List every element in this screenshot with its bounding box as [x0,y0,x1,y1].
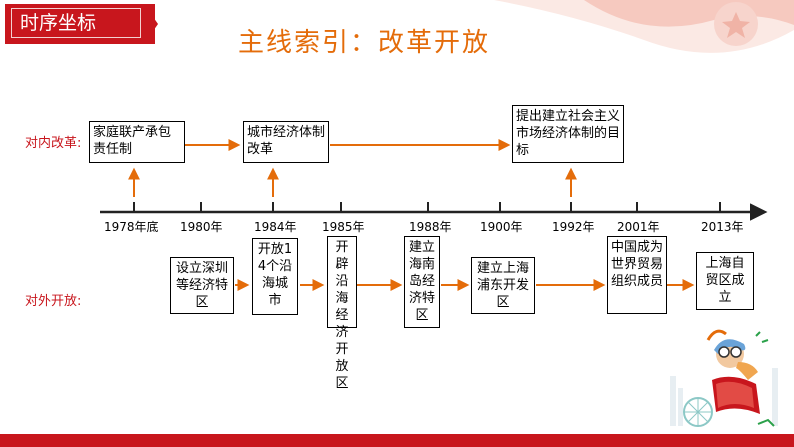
year-label: 2001年 [617,220,660,234]
year-label: 1988年 [409,220,452,234]
section-tag-tip [144,4,158,44]
section-tag-label: 时序坐标 [11,8,141,38]
year-label: 1992年 [552,220,595,234]
internal-reform-box: 家庭联产承包责任制 [89,121,185,163]
page-title: 主线索引：改革开放 [238,28,491,58]
year-label: 1980年 [180,220,223,234]
festive-ribbon-decoration [494,0,794,53]
year-label: 1985年 [322,220,365,234]
internal-reform-box: 城市经济体制改革 [243,121,329,163]
internal-reform-label: 对内改革: [25,136,82,151]
external-opening-box: 上海自贸区成立 [696,252,754,310]
internal-reform-box: 提出建立社会主义市场经济体制的目标 [512,105,624,163]
year-label: 1978年底 [104,220,159,234]
year-label: 2013年 [701,220,744,234]
cartoon-reader-illustration [670,329,778,427]
external-opening-box: 开辟沿海经济开放区 [327,236,357,391]
external-opening-box: 建立海南岛经济特区 [404,236,440,328]
external-opening-label: 对外开放: [25,294,82,309]
external-opening-box: 建立上海浦东开发区 [471,257,535,314]
section-tag: 时序坐标 [5,4,155,44]
year-label: 1900年 [480,220,523,234]
bottom-bar [0,434,794,447]
external-opening-box: 开放14个沿海城市 [252,238,298,315]
external-opening-box: 设立深圳等经济特区 [170,257,234,314]
external-opening-box: 中国成为世界贸易组织成员 [607,236,667,314]
timeline-ticks [133,202,721,212]
year-label: 1984年 [254,220,297,234]
